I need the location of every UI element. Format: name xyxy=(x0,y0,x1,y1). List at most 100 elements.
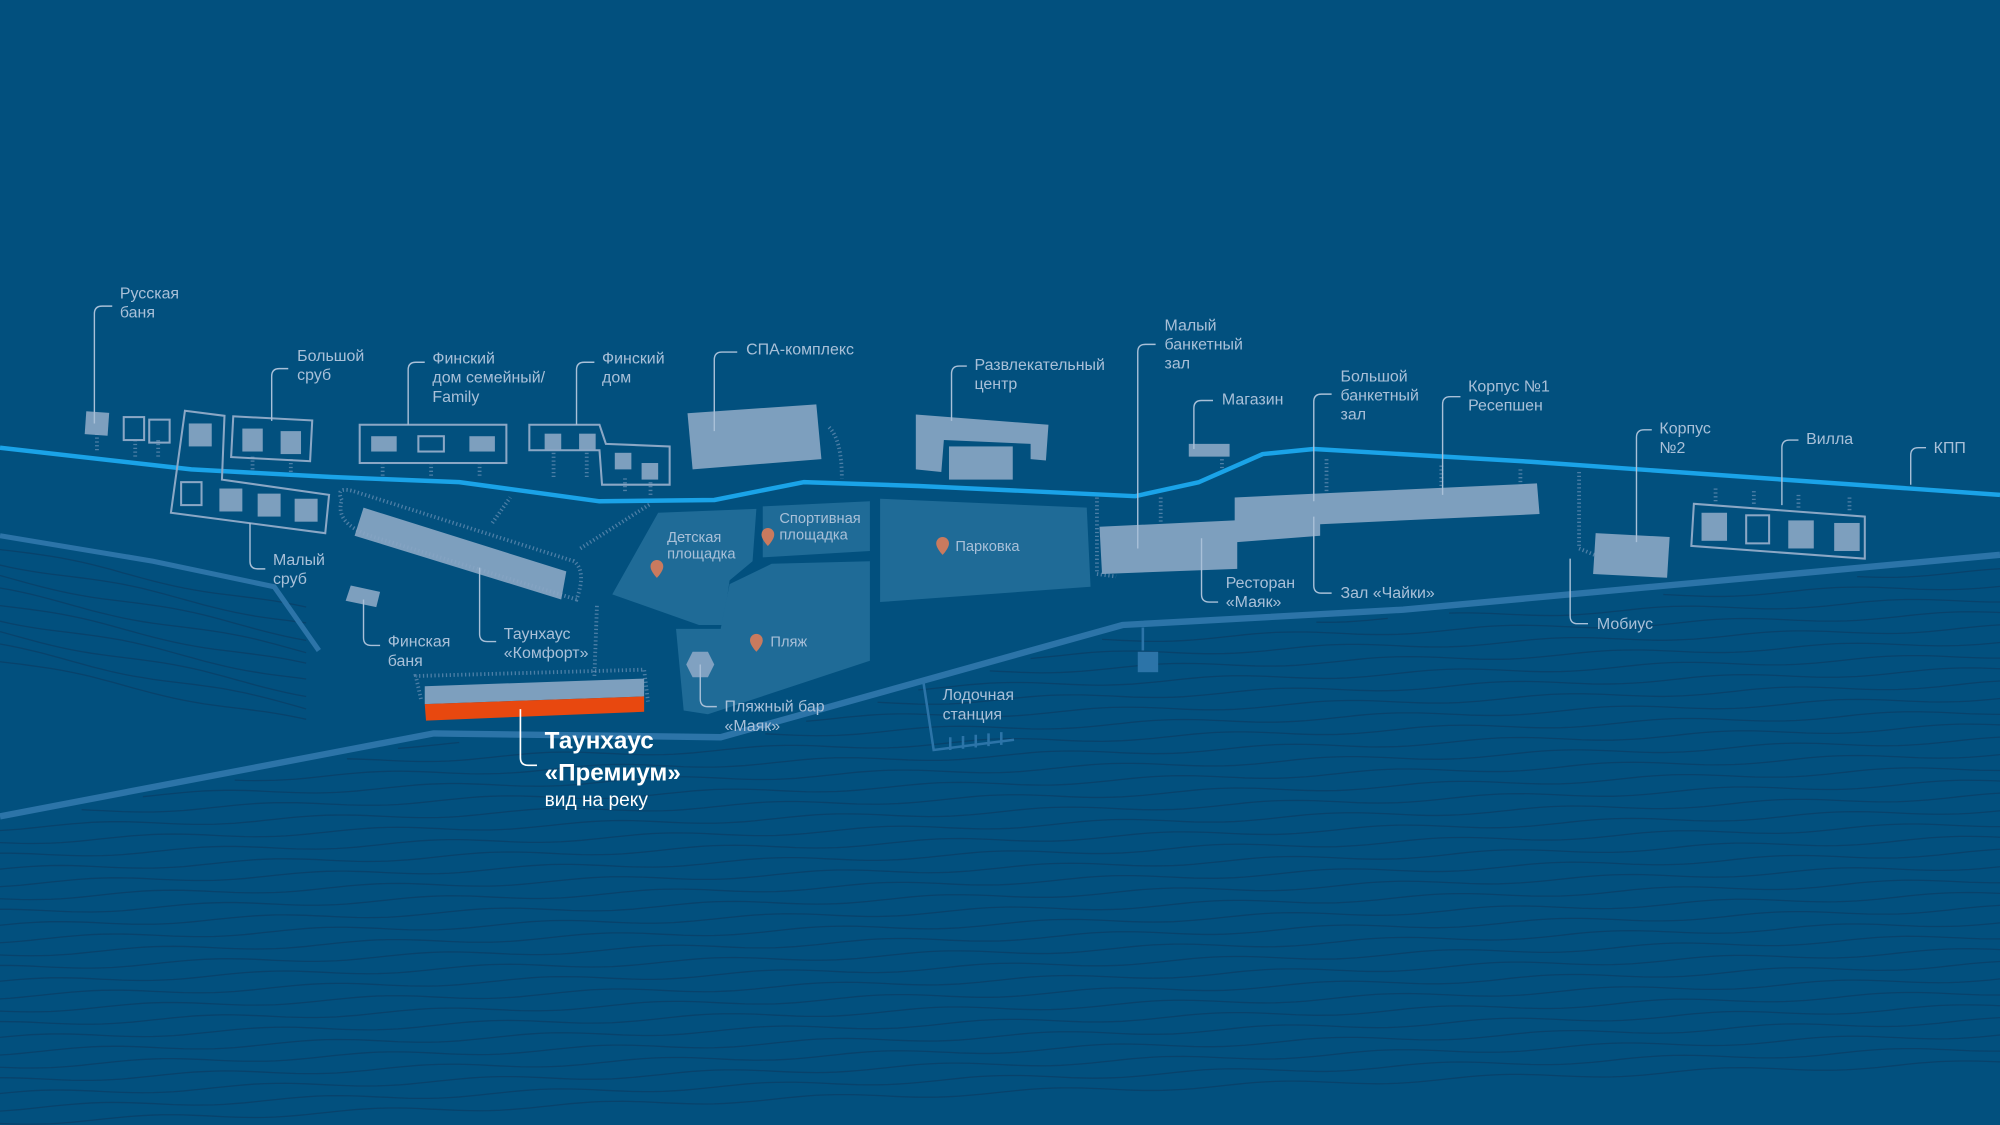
wave-line xyxy=(0,947,2000,1013)
pin-icon xyxy=(650,559,664,578)
wave-line xyxy=(0,661,307,720)
building-bolshoy-srub[interactable] xyxy=(230,415,314,463)
wave-line xyxy=(234,723,2000,782)
wave-line xyxy=(877,667,2000,705)
wave-line xyxy=(0,823,2000,888)
wave-line xyxy=(918,654,2000,691)
building-villa[interactable] xyxy=(1690,502,1866,560)
wave-line xyxy=(0,879,2000,944)
wave-line xyxy=(0,548,307,608)
label-villa[interactable]: Вилла xyxy=(1806,431,1853,448)
wave-line xyxy=(0,1004,2000,1069)
label-plyazh[interactable]: Пляж xyxy=(770,635,807,651)
label-zal-chayki[interactable]: Зал «Чайки» xyxy=(1341,585,1435,602)
wave-line xyxy=(0,779,2000,845)
shoreline-left xyxy=(0,533,321,652)
label-restoran-mayak[interactable]: Ресторан«Маяк» xyxy=(1226,575,1295,611)
main-road xyxy=(0,445,2000,504)
building-korpus-2[interactable] xyxy=(1593,533,1670,578)
label-magazin[interactable]: Магазин xyxy=(1222,391,1283,408)
building-plyazhny-bar[interactable] xyxy=(686,651,715,678)
wave-line xyxy=(142,736,2000,798)
zone-sportivnaya-ploshchadka[interactable] xyxy=(762,501,870,558)
highlight-title[interactable]: Таунхаус«Премиум» xyxy=(545,728,681,787)
wave-line xyxy=(1663,585,2000,598)
wave-line xyxy=(0,904,2000,969)
label-parkovka[interactable]: Парковка xyxy=(955,539,1020,555)
zone-detskaya-ploshchadka[interactable] xyxy=(612,508,757,625)
building-taunhaus-premium[interactable] xyxy=(424,678,645,721)
wave-line xyxy=(0,574,307,642)
wave-line xyxy=(0,922,2000,982)
label-taunhaus-komfort[interactable]: Таунхаус«Комфорт» xyxy=(504,626,589,662)
wave-line xyxy=(0,978,2000,1039)
pin-icon xyxy=(750,633,763,652)
label-mobius[interactable]: Мобиус xyxy=(1597,616,1653,633)
wave-line xyxy=(1030,624,2000,660)
wave-line xyxy=(0,848,2000,913)
wave-line xyxy=(806,680,2000,722)
river-waves xyxy=(0,548,2000,1125)
wave-line xyxy=(0,767,2000,832)
building-russkaya-banya[interactable] xyxy=(84,411,171,444)
label-spa[interactable]: СПА-комплекс xyxy=(746,342,854,359)
wave-line xyxy=(0,631,307,698)
wave-line xyxy=(0,891,2000,957)
pier xyxy=(1137,651,1159,673)
building-taunhaus-komfort[interactable] xyxy=(354,507,567,600)
wave-line xyxy=(0,1047,2000,1112)
lodochnaya-stanciya-pier xyxy=(922,627,1145,752)
wave-line xyxy=(1102,611,2000,642)
building-finsky-dom-family[interactable] xyxy=(358,423,508,465)
pin-icon xyxy=(761,528,775,546)
wave-line xyxy=(0,991,2000,1056)
building-razvlekatelny-centr[interactable] xyxy=(915,414,1049,480)
pin-icons xyxy=(650,528,949,652)
wave-line xyxy=(397,697,2000,749)
label-plyazhny-bar[interactable]: Пляжный бар«Маяк» xyxy=(724,699,824,735)
wave-line xyxy=(0,587,307,654)
wave-line xyxy=(0,935,2000,1000)
building-magazin[interactable] xyxy=(1188,443,1230,457)
wave-line xyxy=(0,643,307,710)
building-finsky-dom[interactable] xyxy=(528,423,671,486)
wave-line xyxy=(0,604,307,664)
building-spa[interactable] xyxy=(687,404,822,470)
building-main-complex[interactable] xyxy=(1099,483,1540,574)
wave-line xyxy=(81,753,2000,813)
wave-line xyxy=(0,1016,2000,1081)
wave-line xyxy=(0,792,2000,857)
wave-line xyxy=(346,711,2000,763)
shoreline xyxy=(0,551,2000,820)
premium-highlight xyxy=(424,696,645,721)
wave-line xyxy=(1857,568,2000,579)
zone-parkovka[interactable] xyxy=(880,498,1091,603)
leader-lines xyxy=(93,305,1927,767)
label-kpp[interactable]: КПП xyxy=(1934,440,1966,457)
wave-line xyxy=(0,835,2000,901)
wave-line xyxy=(0,1060,2000,1125)
building-maly-srub[interactable] xyxy=(169,409,331,535)
zone-plyazh[interactable] xyxy=(676,561,870,715)
building-finskaya-banya[interactable] xyxy=(345,585,381,608)
pin-icon xyxy=(936,536,949,555)
wave-line xyxy=(0,866,2000,926)
wave-line xyxy=(0,564,307,624)
wave-line xyxy=(1316,598,2000,623)
